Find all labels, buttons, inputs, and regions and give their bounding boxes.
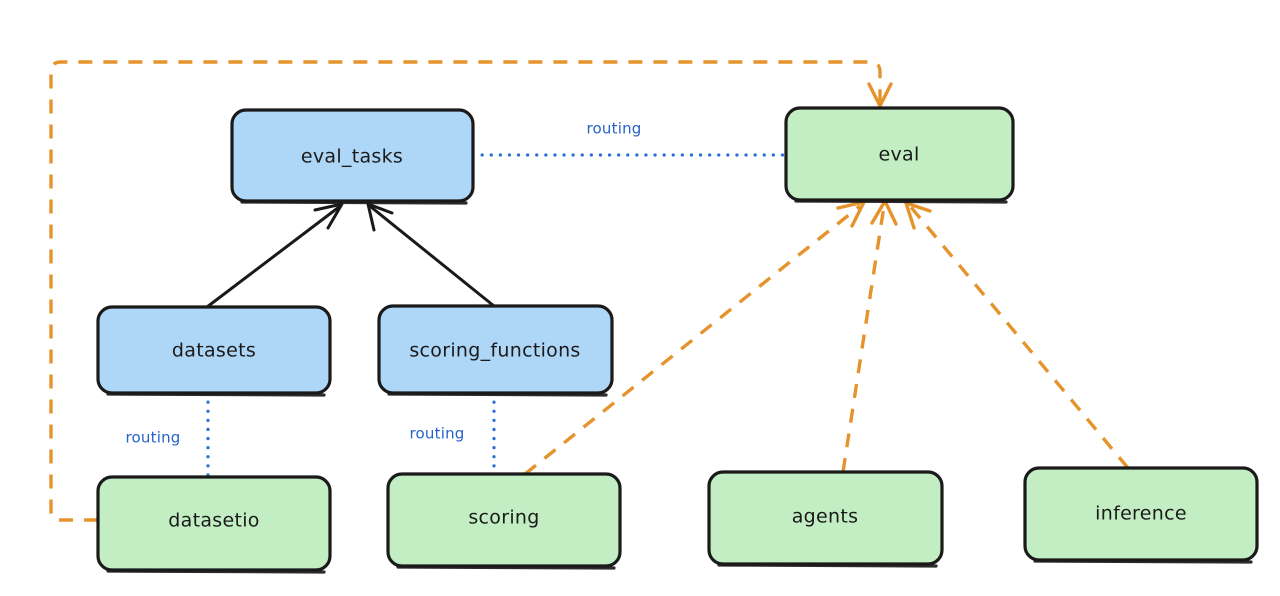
node-agents[interactable]: agents	[707, 470, 944, 568]
node-datasetio[interactable]: datasetio	[96, 475, 332, 574]
node-label-scoring_functions: scoring_functions	[409, 340, 580, 362]
edge-agents-to-eval	[841, 199, 898, 473]
edge-inference-to-eval	[904, 201, 1130, 470]
node-datasets[interactable]: datasets	[96, 305, 332, 397]
node-label-eval: eval	[878, 144, 919, 166]
node-label-scoring: scoring	[468, 507, 539, 529]
edge-label-routing-scoring_functions-scoring: routing	[410, 425, 465, 443]
node-label-inference: inference	[1095, 503, 1187, 525]
node-label-eval_tasks: eval_tasks	[301, 146, 403, 168]
node-eval_tasks[interactable]: eval_tasks	[230, 108, 475, 205]
edge-datasetio-to-eval	[49, 60, 893, 522]
node-label-datasetio: datasetio	[168, 510, 259, 532]
node-label-agents: agents	[792, 506, 859, 528]
node-inference[interactable]: inference	[1023, 466, 1259, 564]
edge-label-routing-datasets-datasetio: routing	[126, 429, 181, 447]
edge-scoring_functions-to-eval_tasks	[366, 202, 496, 308]
edge-label-routing-eval_tasks-eval: routing	[587, 120, 642, 138]
node-scoring_functions[interactable]: scoring_functions	[377, 304, 614, 397]
node-eval[interactable]: eval	[784, 106, 1015, 204]
node-scoring[interactable]: scoring	[386, 472, 622, 570]
node-label-datasets: datasets	[172, 340, 256, 362]
edge-datasets-to-eval_tasks	[205, 202, 344, 309]
